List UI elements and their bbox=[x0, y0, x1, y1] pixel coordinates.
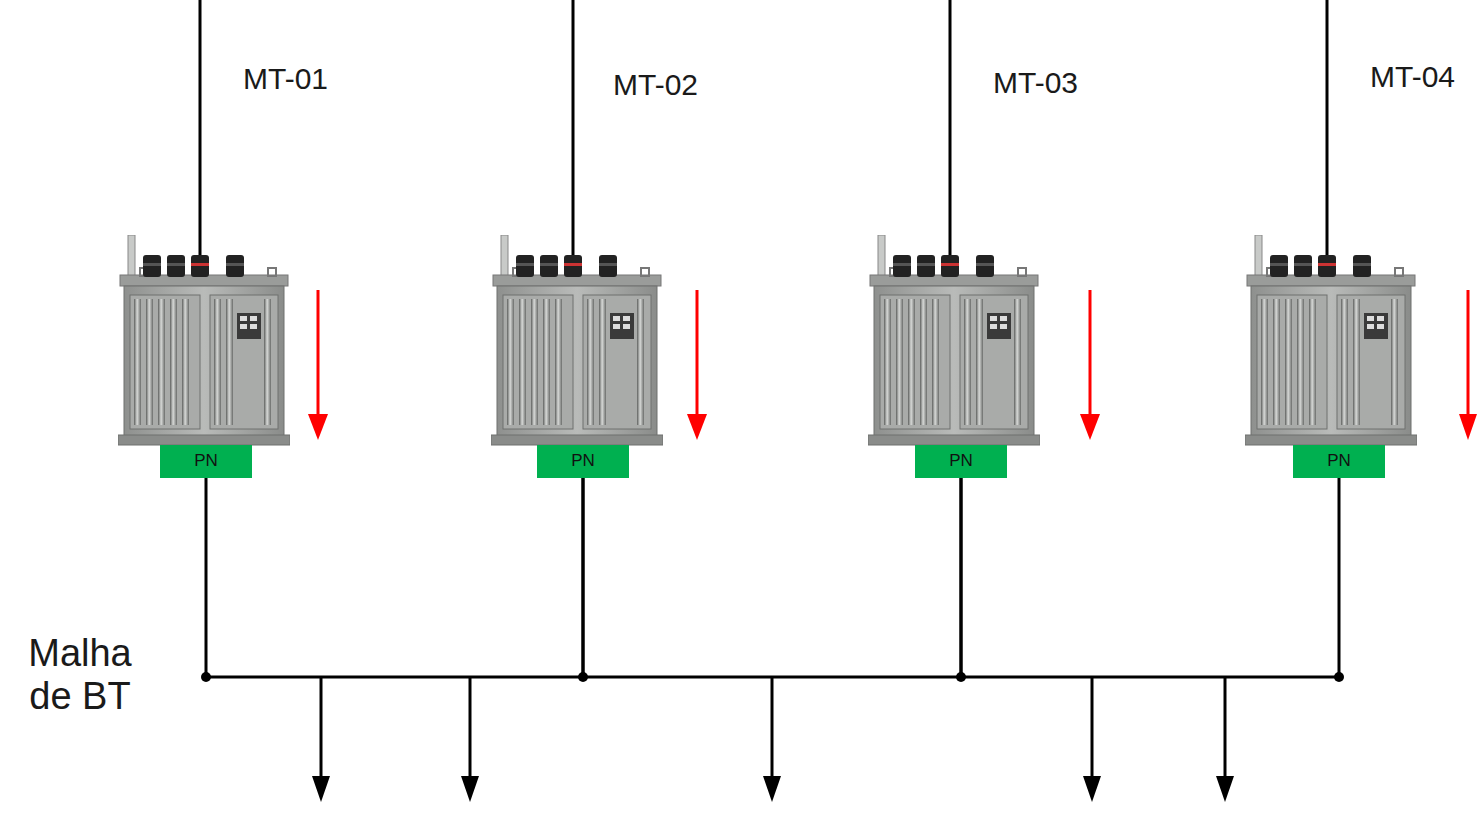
transformer-picture bbox=[868, 235, 1040, 445]
mt-feeder-lines bbox=[200, 0, 1327, 260]
bt-mesh-line bbox=[583, 478, 961, 677]
pn-box: PN bbox=[1293, 445, 1385, 478]
feeder-name: MT-04 bbox=[1370, 60, 1455, 94]
node-label: PN bbox=[194, 452, 218, 471]
node-label: PN bbox=[949, 452, 973, 471]
feeder-name: MT-03 bbox=[993, 66, 1078, 100]
transformer-picture bbox=[118, 235, 290, 445]
pn-box: PN bbox=[915, 445, 1007, 478]
node-label: PN bbox=[1327, 452, 1351, 471]
transformer-picture bbox=[1245, 235, 1417, 445]
junction-dot bbox=[578, 672, 588, 682]
junction-dot bbox=[1334, 672, 1344, 682]
bt-mesh-line bbox=[206, 478, 583, 677]
load-arrows bbox=[312, 677, 1234, 802]
feeder-name: MT-02 bbox=[613, 68, 698, 102]
power-flow-arrows bbox=[308, 290, 1477, 440]
feeder-name: MT-01 bbox=[243, 62, 328, 96]
transformer-picture bbox=[491, 235, 663, 445]
mesh-name: Malha de BT bbox=[12, 632, 148, 717]
pn-box: PN bbox=[160, 445, 252, 478]
node-label: PN bbox=[571, 452, 595, 471]
junction-dot bbox=[201, 672, 211, 682]
bt-mesh-line bbox=[961, 478, 1339, 677]
pn-box: PN bbox=[537, 445, 629, 478]
junction-dot bbox=[956, 672, 966, 682]
